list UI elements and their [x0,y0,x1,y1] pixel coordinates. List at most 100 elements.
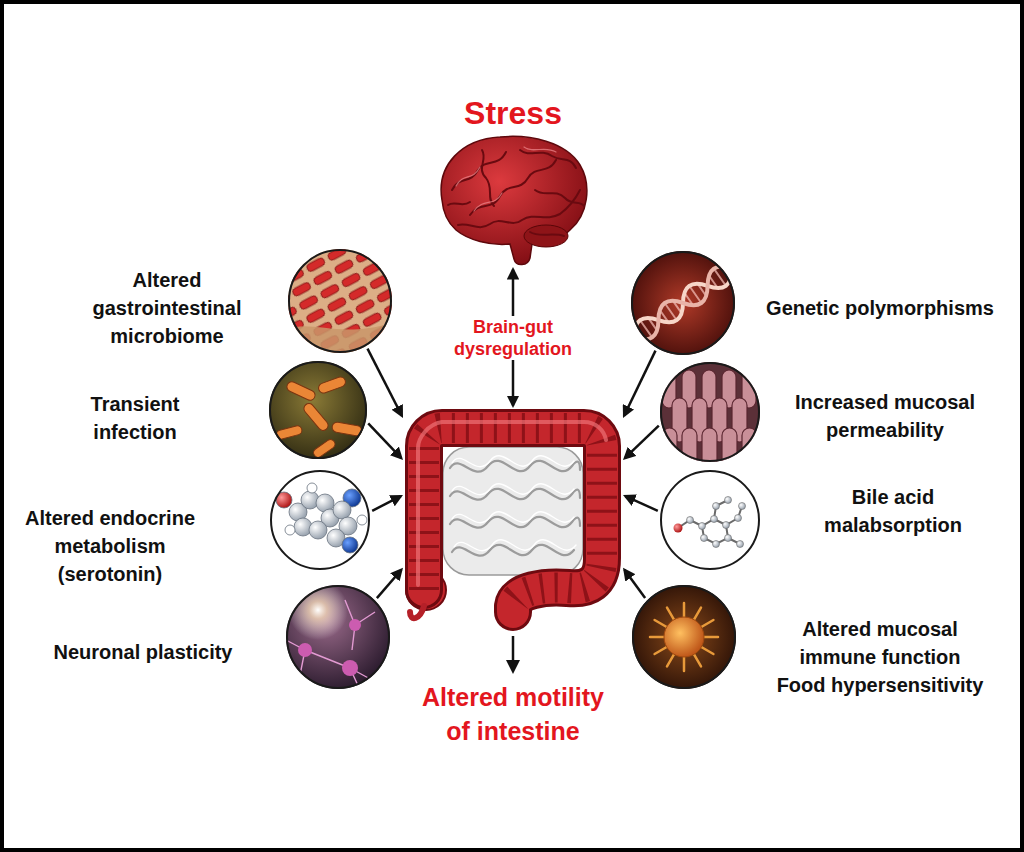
bile-acid-picture-part-part [725,535,732,542]
bile-acid-picture-part-part [737,541,744,548]
serotonin-picture-part [268,468,372,572]
intestine-picture-part [410,606,424,618]
brain-picture-part-part [452,152,506,190]
intestine-picture-part-part [452,512,574,523]
circle-outline-stroke [289,250,391,352]
neuron-picture-part-part [298,643,312,657]
intestine-picture-part [418,422,606,585]
brain-node: Stress [436,134,590,267]
serotonin-picture-part-part [309,521,327,539]
infection-picture-part-part [331,421,362,436]
immune-cell-picture-part [650,603,718,671]
factor-label: Neuronal plasticity [28,638,258,666]
heading-text: Stress [413,94,613,132]
serotonin-picture-part-part [285,525,295,535]
factor-label: Altered mucosal immune function [768,615,993,671]
circle-outline [660,470,760,570]
label-group: Transient infection [75,390,195,446]
arrow-connector [377,570,401,598]
brain-picture-part [524,225,568,247]
bacteria-picture-part [286,322,394,356]
bile-acid-picture-part-part [699,523,706,530]
circle-outline-stroke [661,363,759,461]
intestine-picture-part [452,456,576,551]
factor-circle: Bile acid malabsorption [660,470,760,570]
connector-label: Brain-gut dysregulation [444,316,583,360]
bile-acid-picture [658,468,762,572]
factor-circle: Increased mucosal permeability [660,362,760,462]
circle-outline [286,585,390,689]
bile-acid-picture-part-part [701,535,708,542]
motility-arrow-part [512,636,515,662]
brain-picture-part-part [535,190,584,206]
neuron-picture-part-part [342,660,358,676]
intestine-picture-part [443,447,583,575]
intestine-picture [406,422,606,618]
brain-picture-part [441,136,587,264]
villi-picture-part-part [682,428,697,468]
circle-outline [270,470,370,570]
arrow-connector [625,426,659,459]
brain-picture-part-part [520,150,576,168]
bile-acid-picture-part-part [711,516,718,523]
bile-acid-picture-part-part [725,497,732,504]
infection-picture [267,359,369,461]
dna-picture [628,249,738,357]
label-group: Genetic polymorphisms [755,294,1005,322]
bile-acid-picture-part [674,524,683,533]
bile-acid-picture-part [658,468,762,572]
immune-cell-picture [630,583,738,691]
bile-acid-picture-part [687,497,746,548]
bile-acid-picture-part-part [723,522,730,529]
brain-picture-part [456,147,556,211]
intestine-picture-part [450,461,580,556]
villi-picture [658,360,762,468]
arrow-connector [625,496,658,511]
villi-picture-part-part [702,428,717,468]
infection-picture-part [267,359,369,461]
serotonin-picture [268,468,372,572]
infection-picture-part-part [285,380,316,402]
immune-cell-picture-part [630,583,738,691]
bacteria-picture [286,247,394,356]
bile-acid-picture-part-part [735,515,742,522]
factor-circle: Altered endocrine metabolism (serotonin) [270,470,370,570]
brain-picture [441,136,587,264]
outcome-text: Altered motility of intestine [413,680,613,748]
intestine-picture-part-part [452,484,574,495]
label-group: Stress [413,94,613,132]
circle-outline [269,361,367,459]
circle-outline-stroke [661,471,759,569]
serotonin-picture-part-part [307,483,317,493]
intestine-picture-part-part [454,540,576,551]
circle-outline [660,362,760,462]
bacteria-picture-part [286,247,394,355]
villi-picture-part-part [662,428,677,468]
brain-picture-part-part [530,232,564,236]
circle-outline-stroke [287,586,389,688]
arrow-connector [372,496,401,511]
infection-picture-part-part [317,376,347,395]
factor-label: Altered gastrointestinal microbiome [85,266,250,350]
neuron-picture [284,580,392,691]
dna-picture-part [628,260,738,346]
bile-acid-picture-part-part [713,541,720,548]
factor-label: Genetic polymorphisms [755,294,1005,322]
brain-picture-part [448,150,584,236]
bacteria-picture-part [286,247,394,355]
factor-circle: Altered mucosal immune functionFood hype… [632,585,736,689]
label-group: Neuronal plasticity [28,638,258,666]
circle-outline-stroke [633,586,735,688]
factor-label: Food hypersensitivity [768,671,993,699]
motility-arrow [506,636,520,674]
brain-picture-part-part [482,150,494,206]
villi-picture-part-part [722,428,737,468]
circle-outline-stroke [632,252,734,354]
bile-acid-picture-part-part [687,517,694,524]
villi-picture-part [662,370,757,468]
intestine-picture-part [424,428,602,612]
brain-picture-part-part [524,147,556,152]
connector-group [368,270,659,599]
